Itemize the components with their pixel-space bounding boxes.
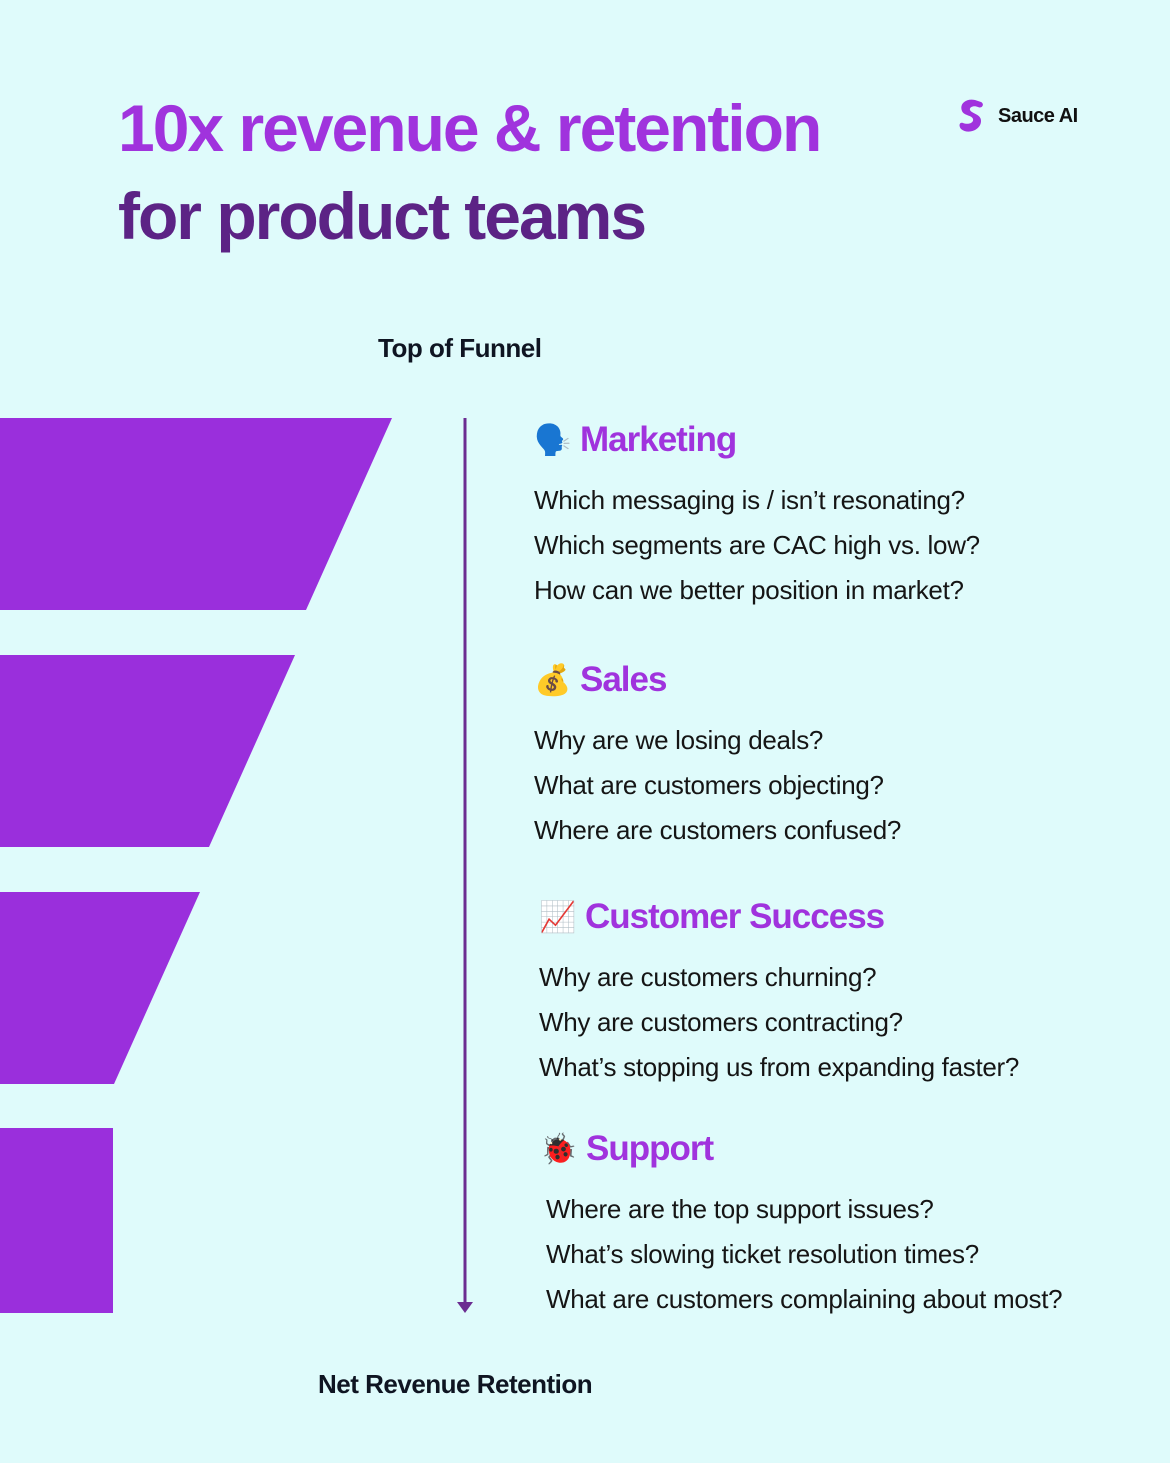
chart-increasing-icon: 📈 [539,899,577,935]
funnel-arrow-head [457,1302,473,1313]
sauce-logo-icon [959,99,983,132]
page-title: 10x revenue & retention for product team… [118,84,822,260]
top-of-funnel-label: Top of Funnel [378,333,542,363]
section-customer-success: 📈 Customer Success Why are customers chu… [539,895,1019,1090]
section-sales: 💰 Sales Why are we losing deals? What ar… [534,658,901,853]
section-title: Marketing [580,420,737,459]
net-revenue-retention-label: Net Revenue Retention [318,1369,593,1399]
question: What are customers complaining about mos… [546,1284,1063,1314]
question: Which segments are CAC high vs. low? [534,530,980,560]
speaking-head-icon: 🗣️ [534,422,572,458]
section-marketing: 🗣️ Marketing Which messaging is / isn’t … [534,418,980,613]
brand-name: Sauce AI [998,104,1078,127]
title-line-2: for product teams [118,179,647,253]
lady-beetle-icon: 🐞 [540,1131,578,1167]
funnel-stage-customer-success [0,892,200,1084]
question: What are customers objecting? [534,770,884,800]
question: What’s slowing ticket resolution times? [546,1239,979,1269]
question: Where are customers confused? [534,815,902,845]
question: Why are customers contracting? [539,1007,903,1037]
question: Why are we losing deals? [534,725,824,755]
funnel-stage-marketing [0,418,392,610]
money-bag-icon: 💰 [534,662,572,698]
question: Where are the top support issues? [546,1194,934,1224]
section-title: Support [586,1129,714,1168]
funnel-stage-sales [0,655,295,847]
question: Which messaging is / isn’t resonating? [534,485,965,515]
question: What’s stopping us from expanding faster… [539,1052,1020,1082]
title-line-1: 10x revenue & retention [118,91,822,165]
section-title: Customer Success [585,897,885,936]
funnel-stage-support [0,1128,113,1313]
question: How can we better position in market? [534,575,964,605]
question: Why are customers churning? [539,962,877,992]
section-support: 🐞 Support Where are the top support issu… [540,1127,1062,1322]
brand-logo: Sauce AI [956,98,1078,134]
section-title: Sales [580,660,667,699]
